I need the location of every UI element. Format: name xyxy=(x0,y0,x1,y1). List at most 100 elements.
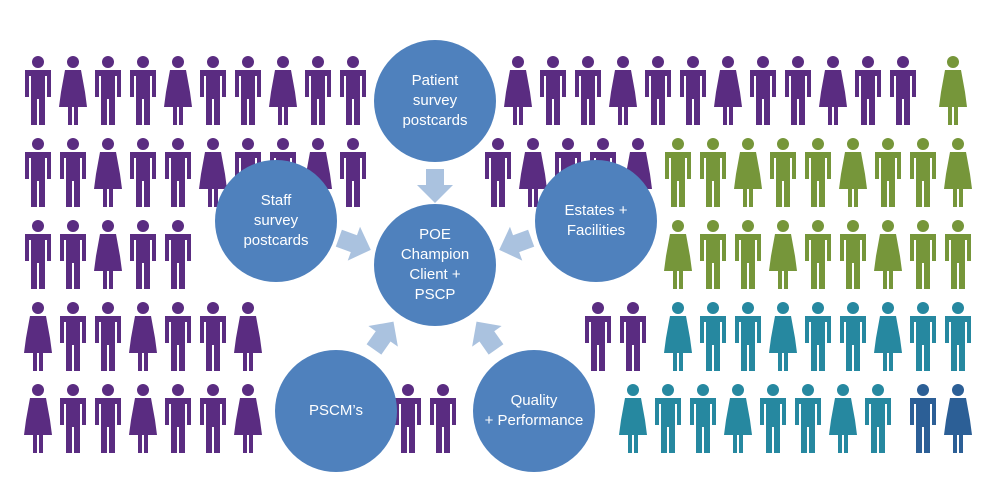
person-icon xyxy=(874,302,902,371)
person-icon xyxy=(665,138,691,207)
person-icon xyxy=(130,56,156,125)
arrow-icon xyxy=(366,321,398,355)
person-icon xyxy=(585,302,611,371)
node-poe-champion-client-pscp: POE Champion Client + PSCP xyxy=(374,204,496,326)
person-icon xyxy=(910,384,936,453)
person-icon xyxy=(944,384,972,453)
person-icon xyxy=(829,384,857,453)
person-icon xyxy=(664,302,692,371)
person-icon xyxy=(734,138,762,207)
person-icon xyxy=(890,56,916,125)
person-icon xyxy=(769,302,797,371)
person-icon xyxy=(770,138,796,207)
person-icon xyxy=(519,138,547,207)
person-icon xyxy=(504,56,532,125)
person-icon xyxy=(855,56,881,125)
person-icon xyxy=(130,220,156,289)
person-icon xyxy=(910,302,936,371)
node-staff-survey-postcards: Staff survey postcards xyxy=(215,160,337,282)
arrow-icon xyxy=(417,169,453,203)
person-icon xyxy=(769,220,797,289)
person-icon xyxy=(645,56,671,125)
person-icon xyxy=(94,138,122,207)
person-icon xyxy=(130,138,156,207)
person-icon xyxy=(945,220,971,289)
person-icon xyxy=(875,138,901,207)
node-label: Staff survey postcards xyxy=(243,192,309,249)
person-icon xyxy=(165,138,191,207)
person-icon xyxy=(874,220,902,289)
person-icon xyxy=(805,220,831,289)
person-icon xyxy=(164,56,192,125)
person-icon xyxy=(269,56,297,125)
person-icon xyxy=(840,220,866,289)
person-icon xyxy=(95,384,121,453)
node-patient-survey-postcards: Patient survey postcards xyxy=(374,40,496,162)
person-icon xyxy=(819,56,847,125)
node-pscms: PSCM’s xyxy=(275,350,397,472)
person-icon xyxy=(25,56,51,125)
person-icon xyxy=(840,302,866,371)
person-icon xyxy=(60,220,86,289)
person-icon xyxy=(620,302,646,371)
person-icon xyxy=(235,56,261,125)
person-icon xyxy=(129,384,157,453)
person-icon xyxy=(805,138,831,207)
person-icon xyxy=(95,56,121,125)
person-icon xyxy=(680,56,706,125)
node-label: PSCM’s xyxy=(309,402,363,419)
person-icon xyxy=(664,220,692,289)
person-icon xyxy=(59,56,87,125)
person-icon xyxy=(485,138,511,207)
person-icon xyxy=(430,384,456,453)
person-icon xyxy=(750,56,776,125)
person-icon xyxy=(655,384,681,453)
person-icon xyxy=(724,384,752,453)
person-icon xyxy=(234,384,262,453)
person-icon xyxy=(700,138,726,207)
person-icon xyxy=(165,384,191,453)
person-icon xyxy=(25,138,51,207)
person-icon xyxy=(200,302,226,371)
person-icon xyxy=(735,220,761,289)
person-icon xyxy=(619,384,647,453)
person-icon xyxy=(94,220,122,289)
person-icon xyxy=(60,138,86,207)
person-icon xyxy=(199,138,227,207)
person-icon xyxy=(24,384,52,453)
person-icon xyxy=(760,384,786,453)
person-icon xyxy=(714,56,742,125)
person-icon xyxy=(910,220,936,289)
node-label: POE Champion Client + PSCP xyxy=(400,226,470,303)
node-quality-performance: Quality + Performance xyxy=(473,350,595,472)
node-label: Estates + Facilities xyxy=(564,202,628,239)
node-label: Quality + Performance xyxy=(484,392,584,429)
person-icon xyxy=(700,220,726,289)
person-icon xyxy=(944,138,972,207)
arrow-icon xyxy=(335,226,371,261)
person-icon xyxy=(340,138,366,207)
person-icon xyxy=(25,220,51,289)
person-icon xyxy=(735,302,761,371)
person-icon xyxy=(200,56,226,125)
person-icon xyxy=(540,56,566,125)
node-estates-facilities: Estates + Facilities xyxy=(535,160,657,282)
person-icon xyxy=(910,138,936,207)
person-icon xyxy=(234,302,262,371)
person-icon xyxy=(785,56,811,125)
person-icon xyxy=(305,56,331,125)
person-icon xyxy=(395,384,421,453)
person-icon xyxy=(60,302,86,371)
person-icon xyxy=(945,302,971,371)
person-icon xyxy=(24,302,52,371)
arrow-icon xyxy=(499,226,535,261)
person-icon xyxy=(575,56,601,125)
person-icon xyxy=(165,220,191,289)
node-label: Patient survey postcards xyxy=(402,72,468,129)
person-icon xyxy=(839,138,867,207)
person-icon xyxy=(795,384,821,453)
person-icon xyxy=(805,302,831,371)
arrow-icon xyxy=(472,321,504,355)
